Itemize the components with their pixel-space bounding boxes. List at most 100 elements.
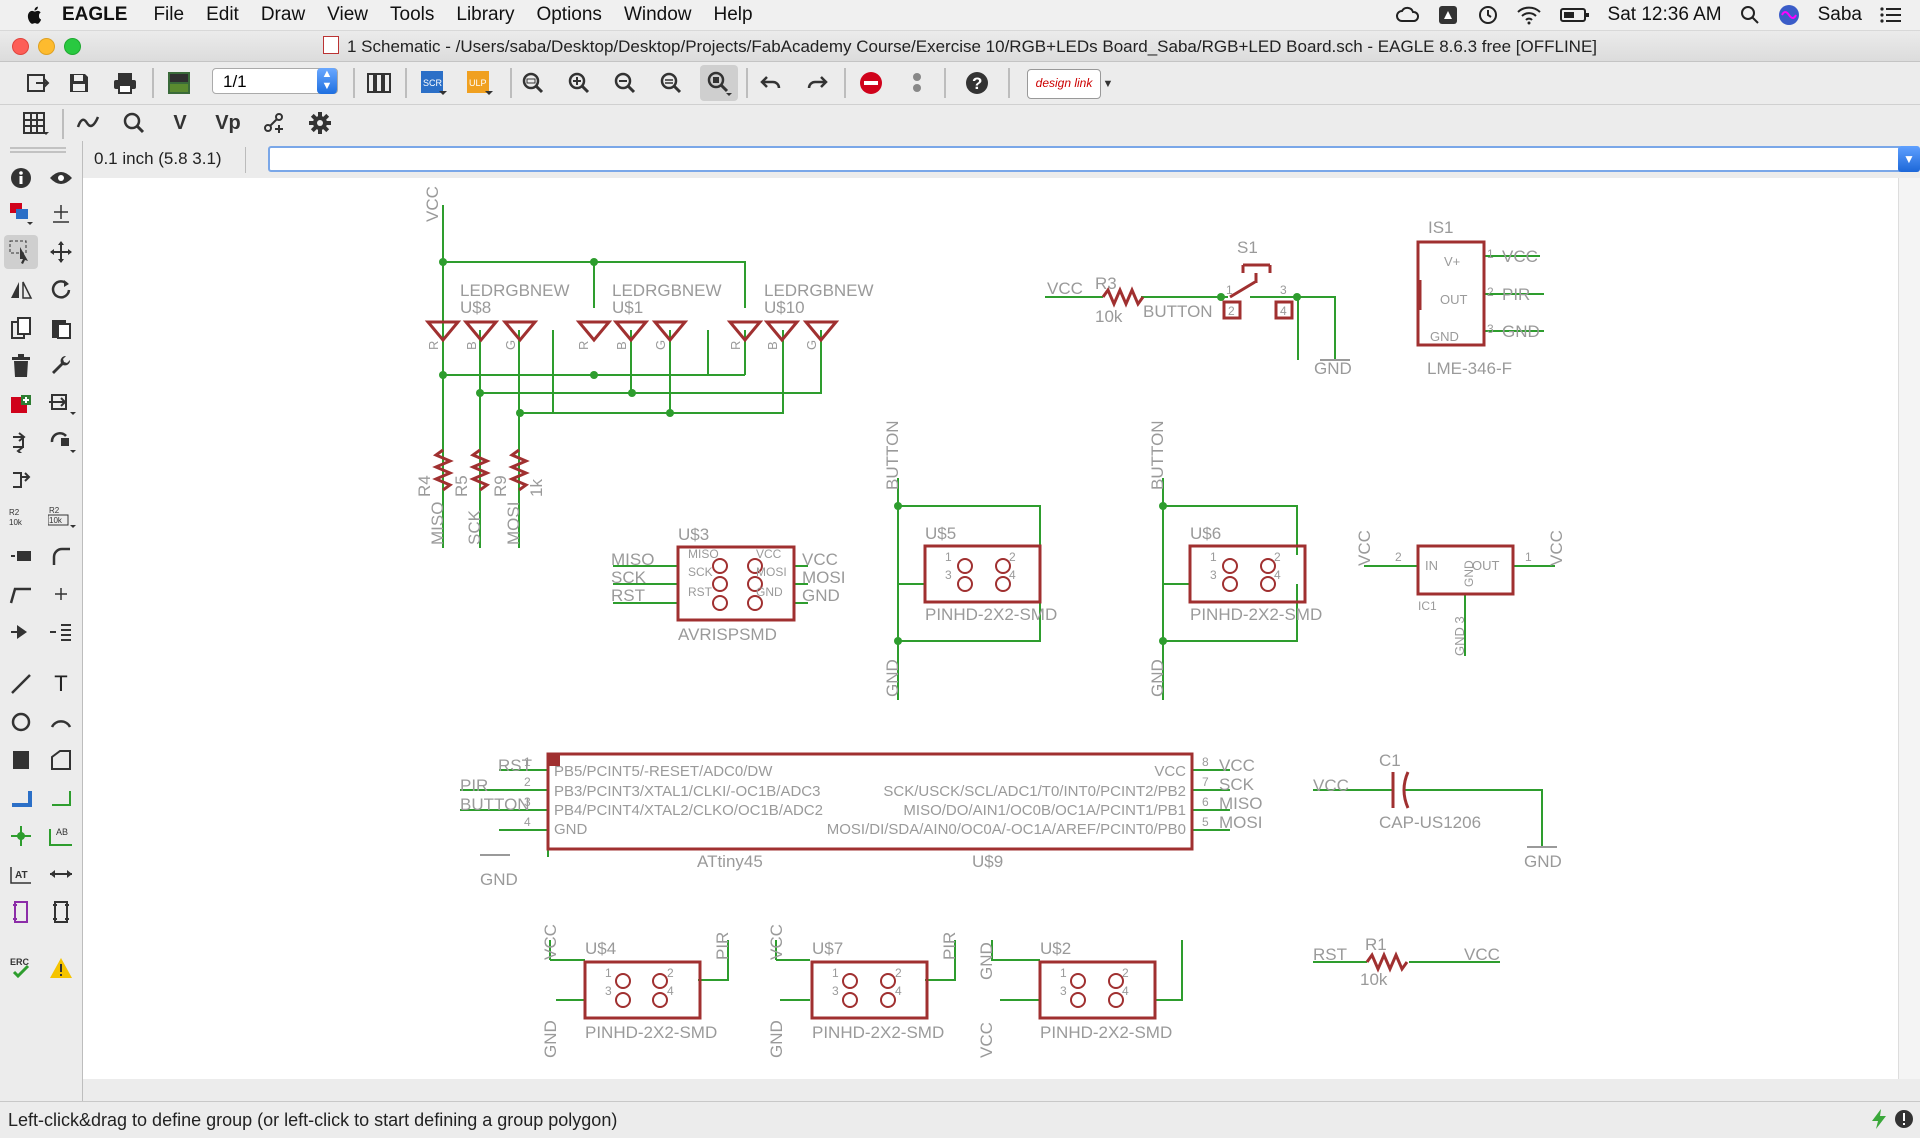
dimension-icon[interactable] [46, 859, 76, 889]
paste-icon[interactable] [46, 313, 76, 343]
spotlight-icon[interactable] [1740, 5, 1760, 25]
command-input[interactable] [270, 148, 1904, 172]
miter-icon[interactable] [46, 541, 76, 571]
menu-library[interactable]: Library [456, 4, 515, 25]
undo-icon[interactable] [756, 68, 786, 98]
command-history-dropdown[interactable]: ▼ [1898, 146, 1920, 172]
erc-icon[interactable]: ERC [6, 953, 36, 983]
replace-icon[interactable] [46, 389, 80, 419]
rectangle-icon[interactable] [6, 745, 36, 775]
eye-icon[interactable] [46, 163, 76, 193]
delete-icon[interactable] [6, 351, 36, 381]
go-icon[interactable] [902, 68, 932, 98]
plus-icon[interactable] [46, 579, 76, 609]
zoom-select-icon[interactable] [700, 65, 738, 101]
drive-icon[interactable] [1438, 5, 1458, 25]
menubar-clock[interactable]: Sat 12:36 AM [1607, 4, 1722, 25]
creative-cloud-icon[interactable] [1395, 6, 1420, 24]
add-part-icon[interactable] [6, 389, 36, 419]
lightning-icon[interactable] [1870, 1108, 1888, 1135]
swap-gate-icon[interactable] [6, 427, 36, 457]
move-icon[interactable] [46, 237, 76, 267]
wifi-icon[interactable] [1516, 5, 1542, 25]
show-icon[interactable] [120, 109, 148, 137]
invoke-icon[interactable] [6, 617, 36, 647]
wrench-icon[interactable] [46, 351, 76, 381]
align-icon[interactable] [46, 617, 76, 647]
menu-options[interactable]: Options [536, 4, 602, 25]
settings-gear-icon[interactable] [306, 109, 334, 137]
frame-icon[interactable] [6, 897, 36, 927]
schematic-drawing[interactable]: VCC LEDRGBNEW U$8 LEDRGBNEW U$1 LEDRGBNE… [83, 178, 1898, 1079]
sheet-select[interactable]: 1/1▲▼ [212, 68, 338, 94]
value-vp-button[interactable]: Vp [212, 109, 244, 137]
help-icon[interactable]: ? [962, 68, 992, 98]
save-icon[interactable] [64, 68, 94, 98]
stop-icon[interactable] [856, 68, 886, 98]
redo-icon[interactable] [802, 68, 832, 98]
menubar-user[interactable]: Saba [1817, 4, 1862, 25]
text-icon[interactable]: T [54, 671, 68, 696]
junction-icon[interactable] [6, 821, 36, 851]
warning-icon[interactable] [46, 953, 76, 983]
group-select-icon[interactable] [4, 235, 38, 269]
polygon-icon[interactable] [46, 745, 76, 775]
sheets-panel-icon[interactable] [364, 68, 394, 98]
menu-tools[interactable]: Tools [390, 4, 435, 25]
alert-icon[interactable] [1894, 1109, 1914, 1134]
smash-icon[interactable] [6, 541, 36, 571]
net-classes-icon[interactable] [260, 109, 288, 137]
net-icon[interactable] [46, 783, 76, 813]
siri-icon[interactable] [1778, 4, 1800, 26]
zoom-in-icon[interactable] [564, 68, 594, 98]
open-icon[interactable] [22, 68, 52, 98]
grid-icon[interactable] [20, 109, 50, 137]
line-icon[interactable] [6, 669, 36, 699]
time-machine-icon[interactable] [1476, 5, 1498, 25]
zoom-fit-icon[interactable] [518, 68, 548, 98]
value-v-button[interactable]: V [166, 109, 194, 137]
menu-view[interactable]: View [327, 4, 369, 25]
menu-file[interactable]: File [153, 4, 185, 25]
menu-help[interactable]: Help [713, 4, 753, 25]
minimize-window-button[interactable] [38, 38, 55, 55]
arc-icon[interactable] [46, 707, 76, 737]
script-icon[interactable]: SCR [418, 68, 448, 98]
attribute-icon[interactable]: AT [6, 859, 36, 889]
mark-icon[interactable] [46, 199, 76, 229]
apple-icon[interactable] [26, 5, 44, 25]
bus-icon[interactable] [6, 783, 36, 813]
label-icon[interactable]: AB [46, 821, 76, 851]
design-link-button[interactable]: design link [1027, 69, 1101, 99]
zoom-out-icon[interactable] [610, 68, 640, 98]
schematic-board-switch-icon[interactable] [165, 70, 193, 96]
ulp-icon[interactable]: ULP [464, 68, 494, 98]
layer-display-icon[interactable] [74, 109, 102, 137]
menu-window[interactable]: Window [623, 4, 692, 25]
schematic-canvas[interactable]: VCC LEDRGBNEW U$8 LEDRGBNEW U$1 LEDRGBNE… [83, 178, 1898, 1079]
layers-icon[interactable] [6, 199, 36, 229]
change-icon[interactable] [46, 427, 80, 457]
battery-icon[interactable] [1559, 7, 1590, 23]
info-icon[interactable] [6, 163, 36, 193]
chevron-down-icon[interactable]: ▼ [1102, 78, 1114, 90]
circle-icon[interactable] [6, 707, 36, 737]
close-window-button[interactable] [12, 38, 29, 55]
command-line[interactable] [268, 146, 1904, 172]
rotate-icon[interactable] [46, 275, 76, 305]
zoom-window-button[interactable] [64, 38, 81, 55]
vertical-scrollbar[interactable] [1898, 178, 1920, 1079]
split-icon[interactable] [6, 579, 36, 609]
copy-icon[interactable] [6, 313, 36, 343]
menu-edit[interactable]: Edit [206, 4, 239, 25]
print-icon[interactable] [110, 68, 140, 98]
menu-draw[interactable]: Draw [260, 4, 306, 25]
notification-center-icon[interactable] [1880, 6, 1902, 24]
modules-icon[interactable] [46, 897, 76, 927]
app-menu[interactable]: EAGLE [62, 4, 128, 25]
swap-pin-icon[interactable] [6, 465, 36, 495]
mirror-icon[interactable] [6, 275, 36, 305]
zoom-redraw-icon[interactable] [656, 68, 686, 98]
